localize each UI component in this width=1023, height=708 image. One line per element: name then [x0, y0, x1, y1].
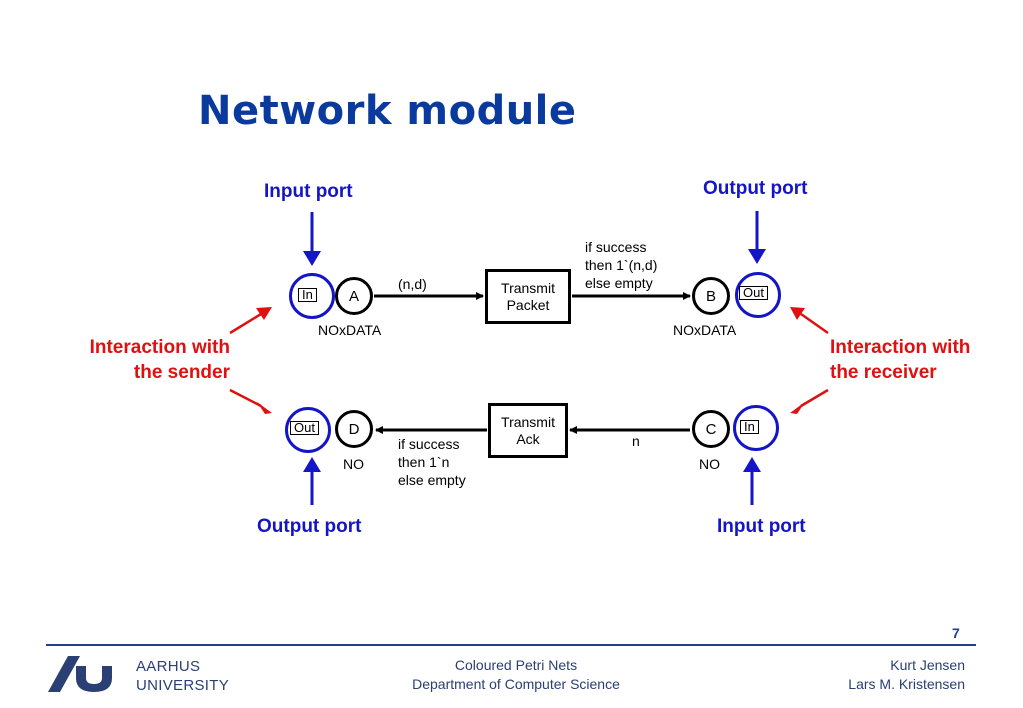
output-port-arrow-bottom: [303, 457, 321, 505]
sender-interaction-arrow-down: [229, 388, 272, 414]
slide-title: Network module: [198, 88, 577, 134]
input-port-arrow-bottom: [743, 457, 761, 505]
output-port-label-top: Output port: [703, 178, 808, 199]
university-name: AARHUS UNIVERSITY: [136, 658, 230, 694]
transition-transmit-packet: Transmit Packet: [485, 269, 571, 324]
receiver-interaction-arrow-down: [790, 388, 829, 414]
input-port-label-bottom: Input port: [717, 516, 806, 537]
input-port-label-top: Input port: [264, 181, 353, 202]
transition-transmit-ack: Transmit Ack: [488, 403, 568, 458]
place-a: A: [335, 277, 373, 315]
receiver-interaction-label: Interaction with the receiver: [830, 337, 971, 383]
place-d: D: [335, 410, 373, 448]
port-tag-out-b: Out: [739, 286, 768, 300]
input-port-arrow-top: [303, 212, 321, 266]
colour-set-a: NOxDATA: [318, 322, 382, 338]
arc-inscription-n-d: (n,d): [398, 276, 427, 292]
aarhus-university-logo-icon: [48, 656, 112, 692]
port-tag-in-c: In: [740, 420, 759, 434]
place-c: C: [692, 410, 730, 448]
port-tag-in-a: In: [298, 288, 317, 302]
colour-set-b: NOxDATA: [673, 322, 737, 338]
output-port-arrow-top: [748, 211, 766, 264]
sender-interaction-arrow-up: [229, 307, 272, 335]
arc-inscription-ack-to-d: if success then 1`n else empty: [398, 436, 466, 488]
output-port-label-bottom: Output port: [257, 516, 362, 537]
course-info: Coloured Petri Nets Department of Comput…: [412, 657, 620, 692]
colour-set-c: NO: [699, 456, 720, 472]
receiver-interaction-arrow-up: [790, 307, 829, 335]
arc-inscription-packet-to-b: if success then 1`(n,d) else empty: [585, 239, 658, 291]
place-b: B: [692, 277, 730, 315]
colour-set-d: NO: [343, 456, 364, 472]
footer-divider: [46, 644, 976, 646]
page-number: 7: [952, 625, 960, 641]
sender-interaction-label: Interaction with the sender: [89, 337, 230, 383]
arc-inscription-n: n: [632, 433, 640, 449]
authors: Kurt Jensen Lars M. Kristensen: [848, 657, 965, 692]
port-tag-out-d: Out: [290, 421, 319, 435]
